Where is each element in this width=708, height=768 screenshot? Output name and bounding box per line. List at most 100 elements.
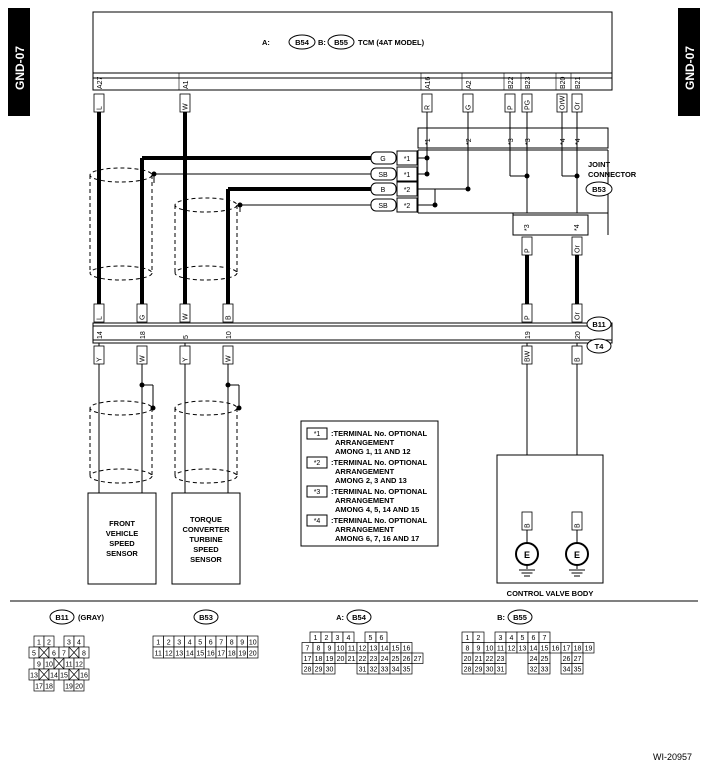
b53-cell-0-2: 3 (177, 640, 181, 647)
b54-cell-3-9: 35 (403, 667, 411, 674)
b11-wire-color-2: W (183, 313, 190, 320)
b54-cell-1-9: 16 (403, 646, 411, 653)
b55-cell-box (571, 663, 584, 675)
b54-cell-3-1: 29 (315, 667, 323, 674)
legend-mark-3: *4 (314, 518, 321, 525)
b11-cell-1-5: 8 (82, 651, 86, 658)
joint-label-1: JOINT (588, 160, 611, 169)
b11-view-note: (GRAY) (78, 613, 104, 622)
b54-cell-2-9: 26 (403, 656, 411, 663)
b53-cell-0-4: 5 (198, 640, 202, 647)
cvb-label: CONTROL VALVE BODY (507, 589, 594, 598)
b54-cell-1-1: 8 (317, 646, 321, 653)
b55-cell-1-3: 11 (497, 646, 504, 653)
legend-line3-0: AMONG 1, 11 AND 12 (335, 447, 411, 456)
joint-bottom-strip (512, 214, 589, 236)
joint-bottom-mark-1: *3 (524, 224, 531, 231)
b53-cell-1-7: 18 (228, 651, 236, 658)
b54-cell-1-0: 7 (306, 646, 310, 653)
b11-cell-3-5: 16 (80, 673, 88, 680)
b54-cell-3-7: 33 (381, 667, 389, 674)
t4-wire-color-0: Y (97, 357, 104, 362)
b55-cell-2-3: 23 (497, 656, 505, 663)
joint-top-mark-1: *2 (466, 138, 473, 145)
b11-wire-color-1: G (140, 315, 147, 320)
t4-wire-color-4-box (521, 345, 533, 365)
t4-wire-color-5: B (575, 357, 582, 362)
page-tag-right: GND-07 (683, 46, 697, 90)
b55-cell-3-3: 31 (497, 667, 505, 674)
b55-cell-1-2: 10 (486, 646, 494, 653)
t4-wire-color-5-box (571, 345, 583, 365)
b54-id-oval (346, 609, 372, 625)
b55-cell-3-10: 35 (574, 667, 582, 674)
connector-b11-t4: B11 T4 (92, 316, 613, 354)
tcm-pin-4: B22 (508, 76, 515, 89)
b11-cell-2-1: 10 (45, 662, 53, 669)
page-tab-left: GND-07 (8, 8, 30, 116)
b55-cell-2-0: 20 (464, 656, 472, 663)
b55-cell-box (582, 642, 595, 654)
b54-cell-box (323, 663, 336, 675)
tcm-wire-color-4: P (508, 105, 515, 110)
b54-cell-box (411, 652, 424, 664)
tcm-wire-color-3: G (466, 105, 473, 110)
b11-cell-cross (68, 646, 80, 659)
legend-line1-3: :TERMINAL No. OPTIONAL (331, 516, 428, 525)
b54-cell-1-3: 10 (337, 646, 345, 653)
b55-cell-3-7: 33 (541, 667, 549, 674)
b55-cell-0-0: 1 (466, 635, 470, 642)
tcm-pin-6: B20 (560, 76, 567, 89)
b55-cell-1-6: 14 (530, 646, 538, 653)
joint-top-strip (417, 127, 609, 151)
b55-cell-box (538, 663, 551, 675)
b53-cell-1-6: 17 (217, 651, 225, 658)
b11-cell-0-1: 2 (47, 640, 51, 647)
b54-cell-2-5: 22 (359, 656, 367, 663)
tcm-label: TCM (4AT MODEL) (358, 38, 425, 47)
b11-cell-2-4: 12 (75, 662, 83, 669)
t4-wire-color-1-box (136, 345, 148, 365)
b11-wire-color-5-box (571, 303, 583, 323)
page-tag-left: GND-07 (13, 46, 27, 90)
t4-wire-color-2-box (179, 345, 191, 365)
b53-cell-1-1: 12 (165, 651, 173, 658)
joint-bottom-color-0: P (525, 248, 532, 253)
cvb-wire-color-1: B (575, 523, 582, 528)
tcm-conn-b: B55 (334, 38, 348, 47)
b11-wire-color-5: Or (575, 312, 582, 320)
joint-row-mark-0: *1 (404, 156, 411, 163)
b54-cell-0-6: 6 (380, 635, 384, 642)
b53-cell-1-4: 15 (196, 651, 204, 658)
joint-bottom-mark-2: *4 (574, 224, 581, 231)
tcm-pin-0: A27 (97, 76, 104, 89)
sensor-0-line-0: FRONT (109, 519, 135, 528)
t4-wire-color-4: BW (525, 350, 532, 362)
joint-top-mark-3: *3 (525, 138, 532, 145)
b11-pin-1: 18 (140, 331, 147, 339)
joint-top-mark-2: *3 (508, 138, 515, 145)
b54-cell-2-6: 23 (370, 656, 378, 663)
b11-cell-4-3: 19 (65, 684, 73, 691)
legend-mark-1: *2 (314, 460, 321, 467)
tcm-pin-2: A16 (425, 76, 432, 89)
b55-cell-1-1: 9 (477, 646, 481, 653)
cvb-wire-color-0: B (525, 523, 532, 528)
b11-cell-3-0: 13 (30, 673, 38, 680)
tcm-wire-color-2: R (425, 105, 432, 110)
b54-cell-3-5: 31 (359, 667, 367, 674)
b55-cell-1-11: 19 (585, 646, 593, 653)
b55-id-oval (507, 609, 533, 625)
shield-lower-2 (174, 400, 238, 484)
sensor-1-line-2: TURBINE (189, 535, 222, 544)
b53-cell-0-0: 1 (156, 640, 160, 647)
b11-view-id: B11 (55, 613, 68, 622)
b11-cell-cross (53, 657, 65, 670)
b53-cell-1-3: 14 (186, 651, 194, 658)
b55-cell-3-9: 34 (563, 667, 571, 674)
legend-mark-2: *3 (314, 489, 321, 496)
b11-cell-0-3: 3 (67, 640, 71, 647)
